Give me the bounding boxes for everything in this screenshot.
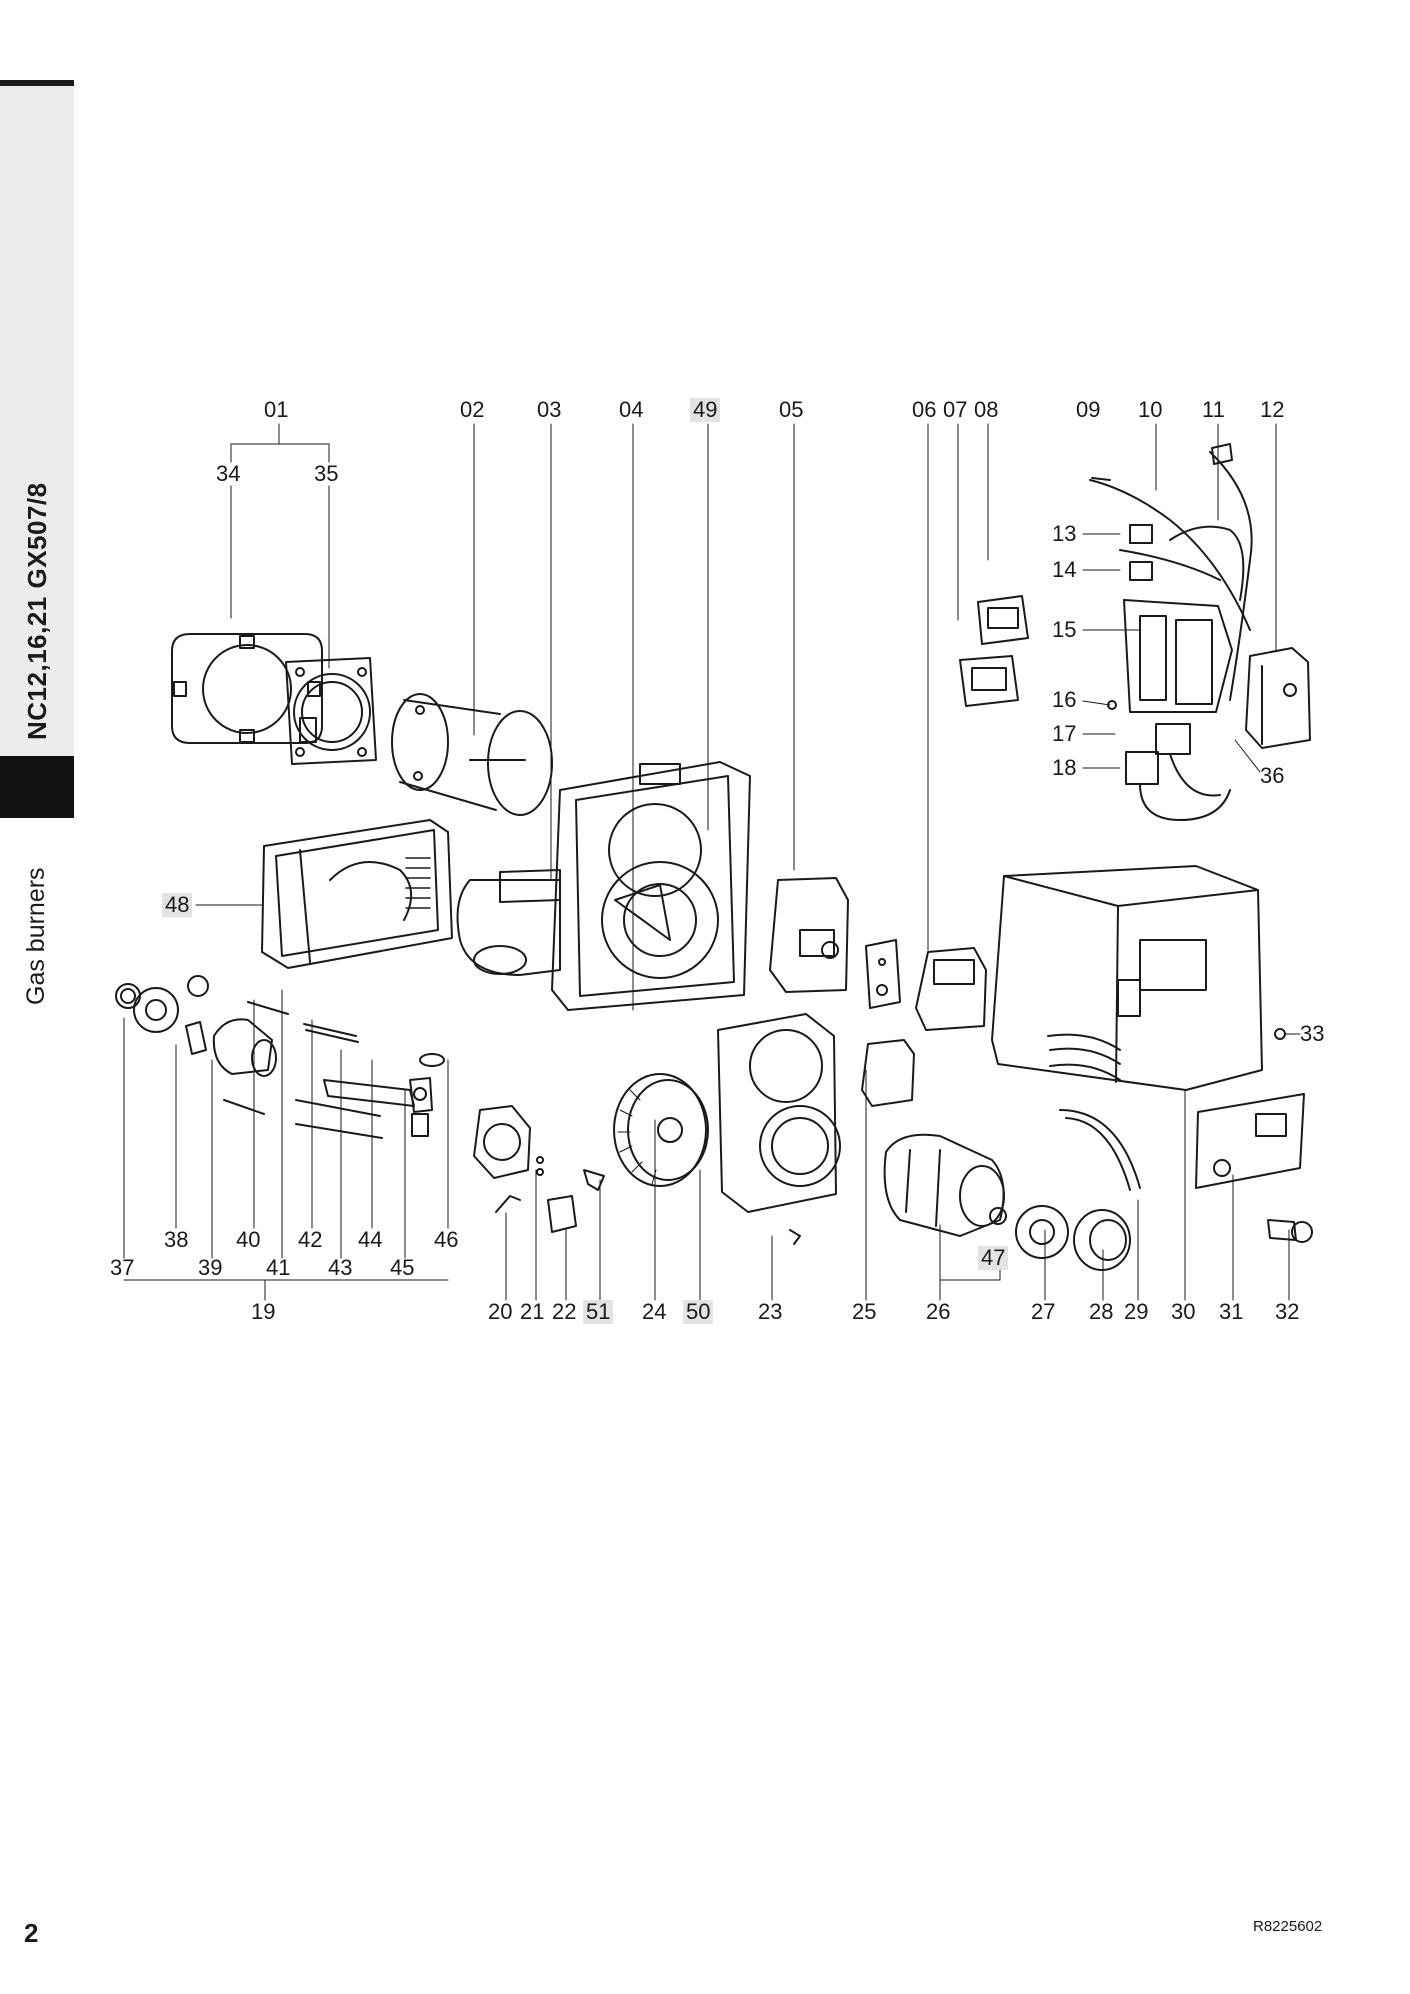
- leader-lines: [123, 423, 1301, 1301]
- part-label: 45: [390, 1255, 415, 1280]
- motor-26: [883, 1133, 1007, 1237]
- gas-head-assembly-19: [115, 975, 445, 1139]
- part-label: 40: [236, 1227, 261, 1252]
- part-label: 05: [779, 397, 804, 422]
- coupling-28: [1073, 1209, 1131, 1271]
- part-label: 29: [1124, 1299, 1149, 1324]
- part-label: 32: [1275, 1299, 1300, 1324]
- control-box-06: [915, 947, 987, 1031]
- part-label: 22: [552, 1299, 577, 1324]
- part-label: 46: [434, 1227, 459, 1252]
- document-reference: R8225602: [1253, 1918, 1323, 1935]
- bracket-22: [547, 1195, 577, 1233]
- sidebar-tab: [0, 0, 74, 1994]
- front-panel-31: [1195, 1093, 1305, 1189]
- part-label: 31: [1219, 1299, 1244, 1324]
- part-label: 18: [1052, 755, 1077, 780]
- sidebar-black-marker: [0, 756, 74, 818]
- part-label: 44: [358, 1227, 383, 1252]
- module-07: [959, 655, 1019, 707]
- part-label-highlighted: 51: [583, 1300, 614, 1324]
- air-duct-03: [456, 869, 561, 976]
- part-label: 16: [1052, 687, 1077, 712]
- part-51: [583, 1169, 605, 1191]
- part-label: 20: [488, 1299, 513, 1324]
- part-label: 17: [1052, 721, 1077, 746]
- valve-coils-17-18: [1107, 700, 1231, 821]
- sidebar-top-rule: [0, 80, 74, 86]
- part-label: 42: [298, 1227, 323, 1252]
- part-label: 33: [1300, 1021, 1325, 1046]
- part-label: 13: [1052, 521, 1077, 546]
- part-label: 02: [460, 397, 485, 422]
- sidebar-grey-band: [0, 86, 74, 756]
- flange-35: [285, 657, 377, 765]
- hood-cover-30: [991, 865, 1263, 1091]
- part-label: 36: [1260, 763, 1285, 788]
- capacitor-25: [861, 1039, 915, 1107]
- module-08: [977, 595, 1029, 645]
- backplate-50: [717, 1013, 841, 1213]
- pressure-switch: [473, 1105, 531, 1179]
- part-label: 09: [1076, 397, 1101, 422]
- knob-32: [1267, 1219, 1313, 1243]
- part-label-highlighted: 47: [978, 1246, 1009, 1270]
- part-label: 14: [1052, 557, 1077, 582]
- part-label: 37: [110, 1255, 135, 1280]
- part-label: 19: [251, 1299, 276, 1324]
- part-label-highlighted: 49: [690, 398, 721, 422]
- part-label: 08: [974, 397, 999, 422]
- part-label: 43: [328, 1255, 353, 1280]
- switch-box-12: [1245, 647, 1311, 749]
- part-label: 03: [537, 397, 562, 422]
- housing-cover-48: [261, 819, 453, 969]
- part-label: 15: [1052, 617, 1077, 642]
- part-label: 24: [642, 1299, 667, 1324]
- part-label: 12: [1260, 397, 1285, 422]
- part-label: 04: [619, 397, 644, 422]
- mounting-plate: [865, 939, 901, 1009]
- parts-20-21: [495, 1156, 544, 1213]
- part-label: 06: [912, 397, 937, 422]
- part-label: 07: [943, 397, 968, 422]
- part-label: 10: [1138, 397, 1163, 422]
- wiring-harness: [1089, 443, 1253, 713]
- part-label: 35: [314, 461, 339, 486]
- part-label-highlighted: 50: [683, 1300, 714, 1324]
- part-label: 34: [216, 461, 241, 486]
- part-label: 25: [852, 1299, 877, 1324]
- part-label: 28: [1089, 1299, 1114, 1324]
- part-label: 01: [264, 397, 289, 422]
- air-damper-05: [769, 877, 849, 993]
- cable-29: [1059, 1109, 1141, 1191]
- part-label: 26: [926, 1299, 951, 1324]
- part-label: 11: [1202, 397, 1225, 422]
- part-label: 38: [164, 1227, 189, 1252]
- page-number: 2: [24, 1918, 39, 1948]
- blast-tube-02: [391, 693, 553, 816]
- small-part-23: [789, 1229, 801, 1245]
- motor-flange-27: [1015, 1205, 1069, 1259]
- fan-wheel-24: [613, 1073, 709, 1187]
- screw-33: [1274, 1028, 1286, 1040]
- part-label: 27: [1031, 1299, 1056, 1324]
- part-label: 39: [198, 1255, 223, 1280]
- part-label-highlighted: 48: [162, 893, 193, 917]
- part-label: 21: [520, 1299, 545, 1324]
- part-label: 23: [758, 1299, 783, 1324]
- part-label: 30: [1171, 1299, 1196, 1324]
- part-label: 41: [266, 1255, 291, 1280]
- main-housing-04-49: [551, 761, 751, 1011]
